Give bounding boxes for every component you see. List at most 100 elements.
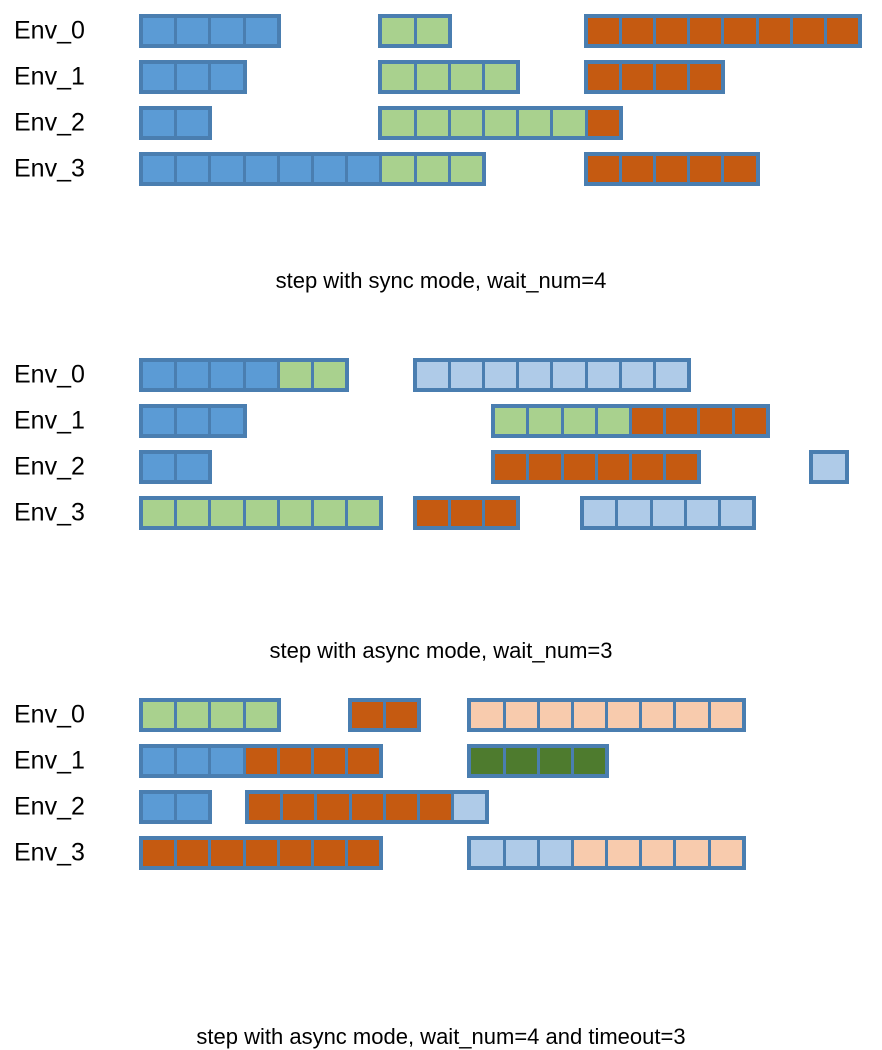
step-group xyxy=(378,106,623,140)
step-cell-orange xyxy=(690,156,722,182)
env-row: Env_2 xyxy=(0,444,882,490)
step-cell-blue xyxy=(245,18,277,44)
step-cell-light-blue xyxy=(618,500,650,526)
step-cell-orange xyxy=(632,454,664,480)
env-track xyxy=(0,54,882,100)
step-group xyxy=(580,496,757,530)
step-cell-dark-green xyxy=(505,748,537,774)
step-cell-orange xyxy=(416,500,448,526)
step-group xyxy=(467,836,746,870)
env-row: Env_1 xyxy=(0,738,882,784)
env-track xyxy=(0,784,882,830)
step-group xyxy=(139,790,213,824)
step-cell-green xyxy=(313,362,346,388)
step-group xyxy=(412,358,692,392)
step-cell-orange xyxy=(283,794,315,820)
step-cell-peach xyxy=(608,840,640,866)
env-track xyxy=(0,8,882,54)
step-cell-green xyxy=(416,156,448,182)
step-cell-orange xyxy=(143,840,175,866)
step-group xyxy=(583,152,760,186)
step-cell-blue xyxy=(143,18,175,44)
step-group xyxy=(245,790,490,824)
step-cell-green xyxy=(313,500,346,526)
env-row-label: Env_0 xyxy=(14,16,85,45)
step-cell-orange xyxy=(690,18,722,44)
step-cell-orange xyxy=(495,454,527,480)
step-group xyxy=(139,744,384,778)
env-row-label: Env_1 xyxy=(14,746,85,775)
step-cell-blue xyxy=(143,454,175,480)
step-cell-light-blue xyxy=(416,362,448,388)
step-cell-light-blue xyxy=(686,500,718,526)
step-cell-green xyxy=(279,500,311,526)
env-row-label: Env_0 xyxy=(14,360,85,389)
step-cell-orange xyxy=(826,18,859,44)
chart-caption: step with async mode, wait_num=4 and tim… xyxy=(196,1024,686,1049)
step-cell-green xyxy=(450,110,482,136)
step-cell-orange xyxy=(758,18,790,44)
step-group xyxy=(139,60,247,94)
step-cell-green xyxy=(211,500,243,526)
step-group xyxy=(412,496,521,530)
step-cell-peach xyxy=(573,840,606,866)
step-cell-light-blue xyxy=(454,794,486,820)
step-cell-orange xyxy=(655,18,688,44)
step-cell-orange xyxy=(313,748,346,774)
step-cell-light-blue xyxy=(484,362,517,388)
chart-caption: step with sync mode, wait_num=4 xyxy=(275,268,607,293)
step-cell-orange xyxy=(666,408,698,434)
step-group xyxy=(467,744,610,778)
step-cell-green xyxy=(382,110,414,136)
step-group xyxy=(139,404,247,438)
step-cell-green xyxy=(143,702,175,728)
env-row: Env_3 xyxy=(0,490,882,536)
step-cell-light-blue xyxy=(519,362,551,388)
step-cell-dark-green xyxy=(573,748,606,774)
step-cell-blue xyxy=(143,64,175,90)
step-cell-light-blue xyxy=(553,362,585,388)
step-group xyxy=(139,450,213,484)
step-cell-peach xyxy=(608,702,640,728)
env-track xyxy=(0,738,882,784)
step-cell-orange xyxy=(632,408,664,434)
step-cell-orange xyxy=(597,454,629,480)
step-cell-orange xyxy=(317,794,349,820)
step-cell-blue xyxy=(143,110,175,136)
step-cell-green xyxy=(416,110,448,136)
step-cell-orange xyxy=(450,500,482,526)
env-row-label: Env_2 xyxy=(14,108,85,137)
step-cell-green xyxy=(348,500,380,526)
step-cell-blue xyxy=(177,362,209,388)
step-cell-orange xyxy=(621,18,653,44)
env-track xyxy=(0,692,882,738)
step-cell-green xyxy=(416,18,448,44)
step-cell-blue xyxy=(279,156,311,182)
env-track xyxy=(0,398,882,444)
step-group xyxy=(139,152,486,186)
step-cell-orange xyxy=(279,748,311,774)
env-track xyxy=(0,100,882,146)
step-cell-light-blue xyxy=(813,454,845,480)
step-cell-blue xyxy=(348,156,380,182)
step-cell-blue xyxy=(211,18,243,44)
step-cell-green xyxy=(279,362,311,388)
env-row: Env_0 xyxy=(0,352,882,398)
step-cell-orange xyxy=(351,702,383,728)
step-cell-orange xyxy=(724,156,756,182)
step-cell-green xyxy=(519,110,551,136)
step-cell-light-blue xyxy=(584,500,616,526)
step-group xyxy=(378,14,452,48)
env-row: Env_3 xyxy=(0,146,882,192)
step-cell-orange xyxy=(724,18,756,44)
env-row: Env_2 xyxy=(0,100,882,146)
step-cell-orange xyxy=(587,110,619,136)
step-cell-blue xyxy=(143,156,175,182)
step-cell-orange xyxy=(385,794,417,820)
step-cell-orange xyxy=(621,156,653,182)
step-cell-green xyxy=(450,64,482,90)
